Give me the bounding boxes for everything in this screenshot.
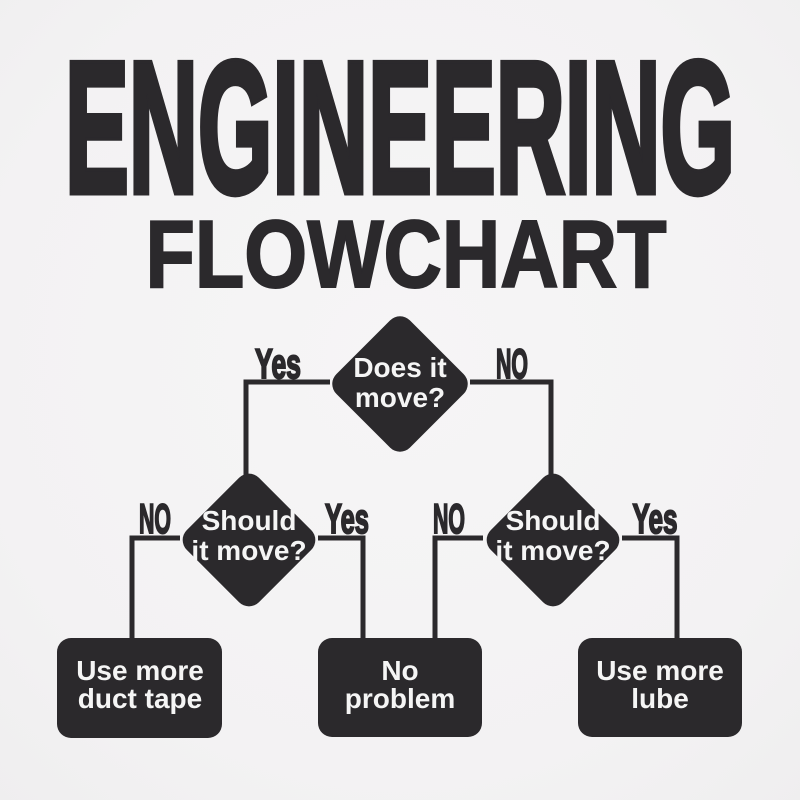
label-q1-yes: Yes [255,340,301,387]
connector-q2-yes [318,535,366,645]
poster-title: ENGINEERING [65,23,735,232]
r2-text-line2: problem [345,683,455,714]
r3-text-line1: Use more [596,655,724,686]
label-q2-yes: Yes [325,495,369,542]
label-q2-no: NO [139,495,171,542]
q3-text-line2: it move? [495,535,610,566]
label-q3-no: NO [433,495,465,542]
connector-q1-yes [243,379,330,480]
r2-text-line1: No [381,655,418,686]
result-no-problem [318,638,482,737]
connector-q3-yes [622,535,680,645]
decision-should-it-move-right [486,473,620,607]
connector-q3-no [432,535,483,645]
r1-text-line2: duct tape [78,683,202,714]
connector-q1-no [470,379,554,480]
poster-subtitle: FLOWCHART [146,201,667,308]
q3-text-line1: Should [506,505,601,536]
r3-text-line2: lube [631,683,689,714]
q1-text-line1: Does it [353,352,446,383]
connector-q2-no [129,535,180,645]
q1-text-line2: move? [355,382,445,413]
r1-text-line1: Use more [76,655,204,686]
q2-text-line1: Should [202,505,297,536]
result-use-more-lube [578,638,742,737]
label-q1-no: NO [496,340,528,387]
result-use-more-duct-tape [57,638,222,738]
q2-text-line2: it move? [191,535,306,566]
decision-should-it-move-left [182,473,316,607]
decision-does-it-move [332,316,468,452]
label-q3-yes: Yes [633,495,678,542]
